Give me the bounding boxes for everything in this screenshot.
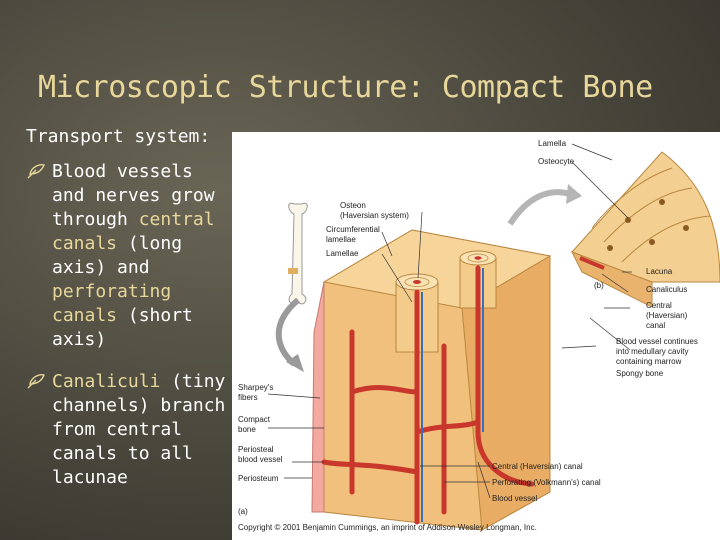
- label-osteon: Osteon: [340, 201, 366, 210]
- bullet-list: Blood vessels and nerves grow through ce…: [26, 160, 236, 508]
- copyright-notice: Copyright © 2001 Benjamin Cummings, an i…: [238, 523, 537, 532]
- bullet-text-1a: Blood vessels and nerves grow through: [52, 161, 215, 230]
- label-central-canal: Central (Haversian) canal: [492, 462, 583, 471]
- label-sharpeys: Sharpey's: [238, 383, 273, 392]
- bone-block-a: [311, 229, 552, 531]
- compact-bone-figure: Lamella Osteocyte Osteon (Haversian syst…: [232, 132, 720, 540]
- compact-bone-illustration: Lamella Osteocyte Osteon (Haversian syst…: [238, 139, 720, 532]
- feather-bullet-icon: [27, 164, 45, 179]
- label-part-a: (a): [238, 507, 248, 516]
- label-lamella: Lamella: [538, 139, 567, 148]
- arrowhead: [286, 354, 304, 372]
- label-periosteum: Periosteum: [238, 474, 279, 483]
- bullet-item: Canaliculi (tiny channels) branch from c…: [26, 370, 236, 490]
- label-perforating-canal: Perforating (Volkmann's) canal: [492, 478, 601, 487]
- osteocyte-dot: [649, 239, 655, 245]
- label-lamellae: lamellae: [326, 235, 356, 244]
- term-canaliculi: Canaliculi: [52, 371, 161, 392]
- label-canal: canal: [646, 321, 665, 330]
- label-circumferential: Circumferential: [326, 225, 380, 234]
- osteocyte-dot: [683, 225, 689, 231]
- label-canaliculus: Canaliculus: [646, 285, 687, 294]
- label-part-b: (b): [594, 281, 604, 290]
- label-compact: Compact: [238, 415, 271, 424]
- blood-vessel-network: [321, 265, 535, 525]
- label-sharpeys-fibers: fibers: [238, 393, 258, 402]
- slide-heading: Transport system:: [26, 126, 211, 147]
- term-perforating-canals: perforating canals: [52, 281, 172, 326]
- bullet-text-2b: (tiny channels) branch from central cana…: [52, 371, 226, 488]
- osteocyte-dot: [625, 217, 631, 223]
- osteocyte-dot: [607, 245, 613, 251]
- label-bv-continues-2: into medullary cavity: [616, 347, 688, 356]
- bullet-text-1c: (long axis) and: [52, 233, 183, 278]
- slide-title: Microscopic Structure: Compact Bone: [38, 70, 653, 105]
- label-lacuna: Lacuna: [646, 267, 673, 276]
- bullet-item: Blood vessels and nerves grow through ce…: [26, 160, 236, 352]
- magnify-arrow-to-a: [275, 297, 300, 367]
- long-bone-icon: [288, 202, 308, 305]
- term-central-canals: central canals: [52, 209, 215, 254]
- label-osteocyte: Osteocyte: [538, 157, 575, 166]
- bullet-text-1e: (short axis): [52, 305, 193, 350]
- label-periosteal-blood-vessel: blood vessel: [238, 455, 283, 464]
- label-central: Central: [646, 301, 672, 310]
- label-bv-continues-3: containing marrow: [616, 357, 682, 366]
- osteocyte-dot: [659, 199, 665, 205]
- label-haversian-system: (Haversian system): [340, 211, 409, 220]
- label-haversian: (Haversian): [646, 311, 688, 320]
- label-blood-vessel: Blood vessel: [492, 494, 538, 503]
- label-periosteal: Periosteal: [238, 445, 274, 454]
- arrowhead: [566, 184, 582, 204]
- label-lamellae-2: Lamellae: [326, 249, 359, 258]
- label-compact-bone: bone: [238, 425, 256, 434]
- feather-bullet-icon: [27, 374, 45, 389]
- label-spongy-bone: Spongy bone: [616, 369, 664, 378]
- magnify-arrow-to-b: [507, 189, 571, 226]
- label-bv-continues-1: Blood vessel continues: [616, 337, 698, 346]
